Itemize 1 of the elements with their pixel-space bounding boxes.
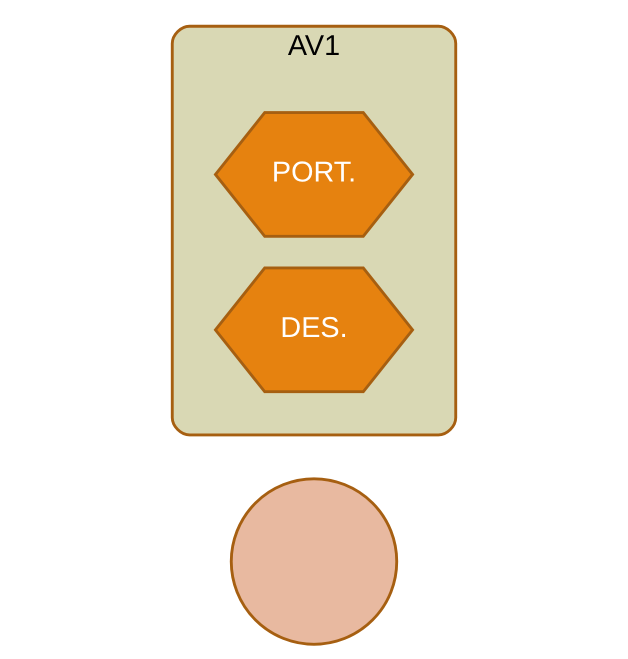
node-circle (230, 477, 398, 646)
